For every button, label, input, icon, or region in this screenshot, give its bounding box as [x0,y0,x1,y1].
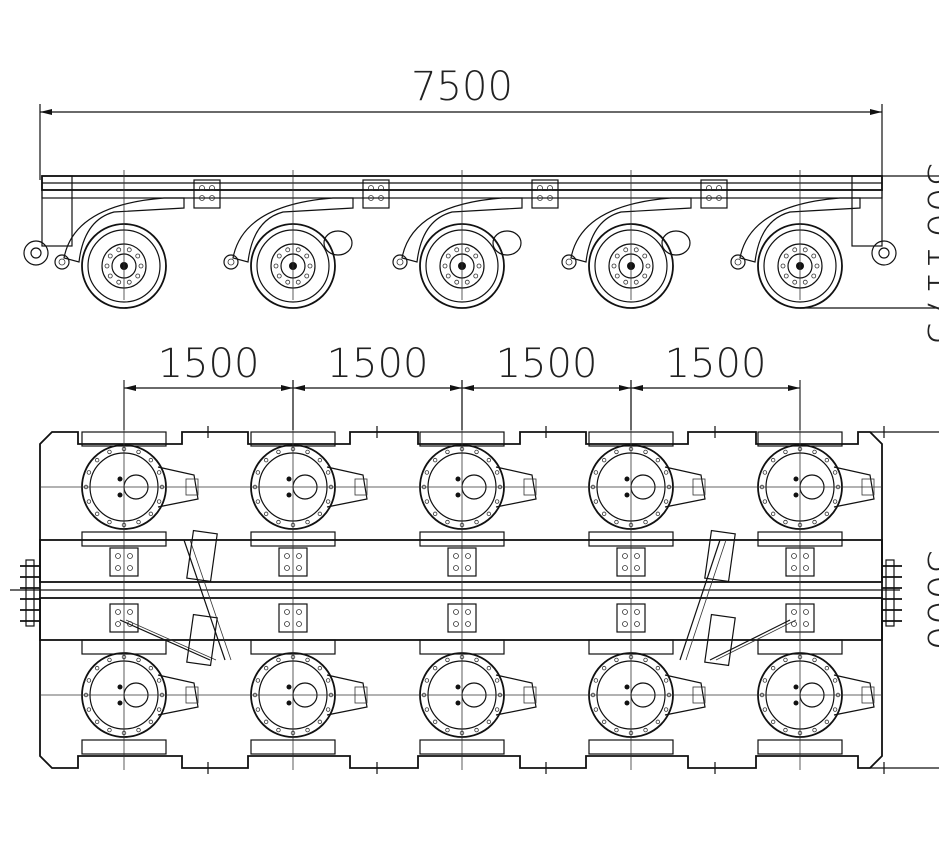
top-bogie [250,426,378,577]
axle-spacing-label: 1500 [665,341,767,387]
connector-block [885,559,895,627]
overall-length-dimension: 7500 [39,64,883,180]
side-wheel [757,170,843,309]
axle-centerlines [40,380,882,770]
linkage-bracket [186,529,218,583]
steering-link [189,539,232,661]
side-bracket [730,197,861,270]
top-bogie [757,426,885,577]
side-wheel [250,170,336,309]
axle-spacing-label: 1500 [496,341,598,387]
steering-link [685,539,727,661]
linkage-bracket [704,613,736,667]
end-connectors [20,559,902,627]
steering-link [709,619,791,661]
top-view: 3000 [10,380,939,774]
axle-spacing-dimension: 1500 [292,341,463,430]
axle-spacing-label: 1500 [327,341,429,387]
top-bogie [81,603,209,774]
connector-block [25,559,35,627]
linkage-bracket [186,613,218,667]
side-wheel [419,170,505,309]
axle-spacing-dimension: 1500 [461,341,632,430]
top-bogie [419,603,547,774]
linkage-bracket [704,529,736,583]
side-suspension-brackets [54,179,861,270]
top-bogies [81,426,885,774]
side-bracket [392,179,559,270]
steering-link [183,539,226,661]
side-wheels [81,170,843,309]
axle-spacing-label: 1500 [158,341,260,387]
top-bogie [419,426,547,577]
side-wheel [81,170,167,309]
right-top-height-label: 300 [918,162,939,238]
steering-link [715,619,797,661]
axle-spacing-dimension: 1500 [123,341,294,430]
top-bogie [250,603,378,774]
overall-length-label: 7500 [411,64,513,110]
steering-link [125,619,217,661]
right-width-label: 3000 [918,549,939,651]
side-view: 7500 300 1175 [23,64,939,346]
steering-link [119,619,211,661]
right-wheel-height-label: 1175 [918,244,939,346]
side-bracket [223,179,390,270]
top-bogie [588,426,716,577]
steering-link [679,539,721,661]
side-wheel [588,170,674,309]
axle-spacing-dimension: 1500 [630,341,801,430]
side-bracket [54,179,221,270]
side-bracket [561,179,728,270]
